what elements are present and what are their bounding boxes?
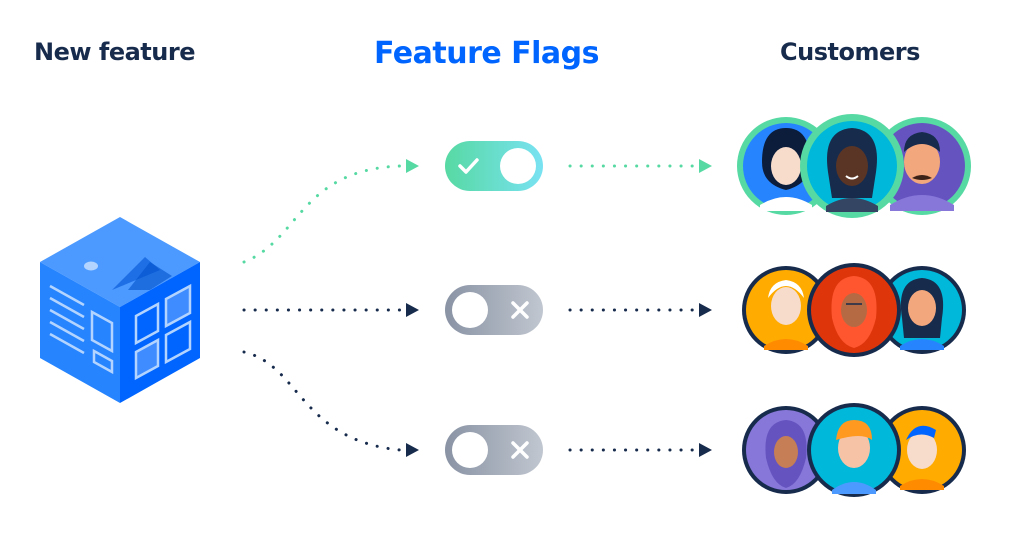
close-icon	[511, 441, 529, 459]
arrow-head-icon	[406, 303, 419, 317]
customer-group-disabled-1	[742, 263, 966, 357]
customers-heading: Customers	[780, 38, 920, 66]
customer-avatar	[878, 266, 966, 354]
connector-feature-to-flag-3	[242, 350, 402, 452]
arrow-head-icon	[699, 303, 712, 317]
connector-feature-to-flag-1	[242, 164, 402, 264]
customer-avatar	[800, 114, 904, 218]
customer-group-enabled	[737, 114, 971, 218]
flag-toggle-off-1[interactable]	[445, 285, 543, 335]
new-feature-heading: New feature	[34, 38, 195, 66]
arrow-head-icon	[699, 159, 712, 173]
arrow-head-icon	[406, 159, 419, 173]
flag-toggle-off-2[interactable]	[445, 425, 543, 475]
arrow-head-icon	[699, 443, 712, 457]
customer-avatar	[742, 406, 830, 494]
feature-flags-heading: Feature Flags	[374, 36, 600, 71]
close-icon	[511, 301, 529, 319]
check-icon	[458, 158, 479, 174]
arrow-head-icon	[406, 443, 419, 457]
customer-avatar	[878, 406, 966, 494]
customer-avatar	[807, 263, 901, 357]
feature-cube-icon	[40, 217, 200, 403]
customer-avatar	[807, 403, 901, 497]
customer-group-disabled-2	[742, 403, 966, 497]
flag-toggle-on[interactable]	[445, 141, 543, 191]
customer-avatar	[742, 266, 830, 354]
